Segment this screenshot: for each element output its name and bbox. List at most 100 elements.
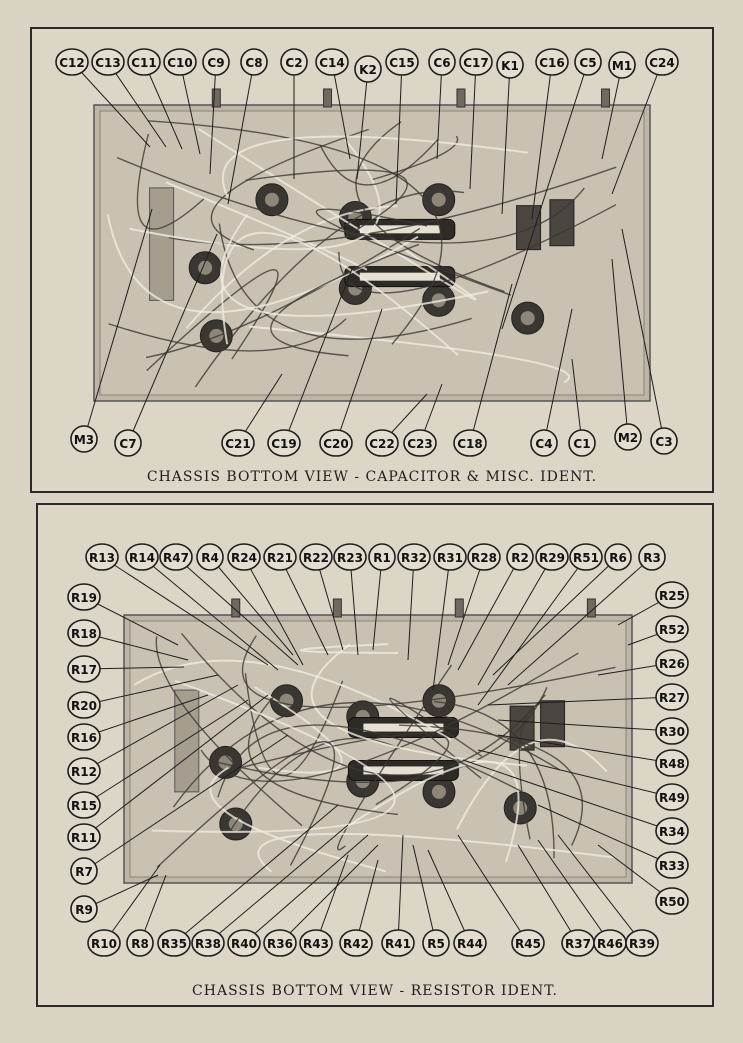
leader-line-r28 [447,556,485,666]
callout-label: R12 [71,765,97,779]
chassis-photo [123,598,633,884]
callout-c8: C8 [240,48,268,76]
callout-circle [655,783,689,811]
callout-circle [91,48,125,76]
leader-line-r24 [243,556,304,666]
callout-label: R13 [89,551,115,565]
leader-line-c5 [501,61,589,330]
callout-label: R37 [565,937,591,951]
callout-c4: C4 [530,429,558,457]
callout-r12: R12 [67,757,101,785]
callout-c17: C17 [459,48,493,76]
leader-line-r19 [83,596,179,646]
callout-circle [70,425,98,453]
callout-m2: M2 [614,423,642,451]
callout-label: C23 [407,437,433,451]
callout-circle [569,543,603,571]
callout-label: C16 [539,56,565,70]
callout-m3: M3 [70,425,98,453]
leader-line-r15 [83,699,249,806]
leader-line-c12 [71,61,151,148]
callout-circle [67,791,101,819]
callout-c7: C7 [114,429,142,457]
callout-circle [650,427,678,455]
callout-circle [574,48,602,76]
leader-line-r2 [457,556,521,671]
leader-line-r18 [83,632,189,661]
callout-label: R18 [71,627,97,641]
callout-r4: R4 [196,543,224,571]
leader-line-c14 [331,61,351,160]
callout-r9: R9 [70,895,98,923]
callout-circle [365,429,399,457]
callout-circle [280,48,308,76]
callout-label: R5 [427,937,445,951]
leader-line-c11 [143,61,183,150]
callout-label: R8 [131,937,149,951]
callout-r17: R17 [67,655,101,683]
callout-circle [506,543,534,571]
leader-line-r45 [457,834,529,944]
callout-label: C15 [389,56,415,70]
leader-line-r11 [83,694,269,838]
callout-r15: R15 [67,791,101,819]
leader-line-r30 [497,719,673,732]
callout-label: R39 [629,937,655,951]
leader-line-r4 [209,556,294,656]
callout-r50: R50 [655,887,689,915]
callout-label: R33 [659,859,685,873]
callout-circle [496,51,524,79]
callout-r41: R41 [381,929,415,957]
callout-circle [655,683,689,711]
leader-line-r43 [315,854,349,944]
leader-line-r36 [279,844,379,944]
callout-r2: R2 [506,543,534,571]
callout-c22: C22 [365,429,399,457]
callout-c13: C13 [91,48,125,76]
callout-circle [126,929,154,957]
callout-circle [459,48,493,76]
callout-c15: C15 [385,48,419,76]
callout-r34: R34 [655,817,689,845]
callout-label: R40 [231,937,257,951]
leader-line-c7 [127,233,218,444]
callout-circle [67,583,101,611]
callout-circle [263,543,297,571]
callout-r40: R40 [227,929,261,957]
leader-line-r23 [349,556,359,656]
callout-circle [453,429,487,457]
callout-label: R14 [129,551,155,565]
leader-line-c8 [227,61,255,205]
leader-line-r47 [175,556,299,666]
callout-label: R50 [659,895,685,909]
callout-circle [535,543,569,571]
callout-r44: R44 [453,929,487,957]
callout-circle [227,929,261,957]
callout-r23: R23 [333,543,367,571]
callout-circle [655,817,689,845]
callout-label: R38 [195,937,221,951]
callout-label: C18 [457,437,483,451]
callout-label: C22 [369,437,395,451]
leader-line-r39 [557,834,643,944]
leader-line-c24 [611,61,663,195]
callout-r46: R46 [593,929,627,957]
leader-line-c3 [621,228,665,442]
callout-c16: C16 [535,48,569,76]
callout-label: R42 [343,937,369,951]
leader-line-r41 [397,834,404,944]
leader-line-r16 [83,694,209,738]
leader-line-r44 [427,849,471,944]
callout-circle [397,543,431,571]
leader-line-c20 [335,308,383,444]
callout-circle [655,717,689,745]
callout-label: R27 [659,691,685,705]
callout-label: C8 [245,56,262,70]
callout-c21: C21 [221,429,255,457]
callout-c11: C11 [127,48,161,76]
callout-c20: C20 [319,429,353,457]
leader-line-c4 [543,308,573,444]
callout-label: R20 [71,699,97,713]
leader-line-r31 [432,556,451,691]
